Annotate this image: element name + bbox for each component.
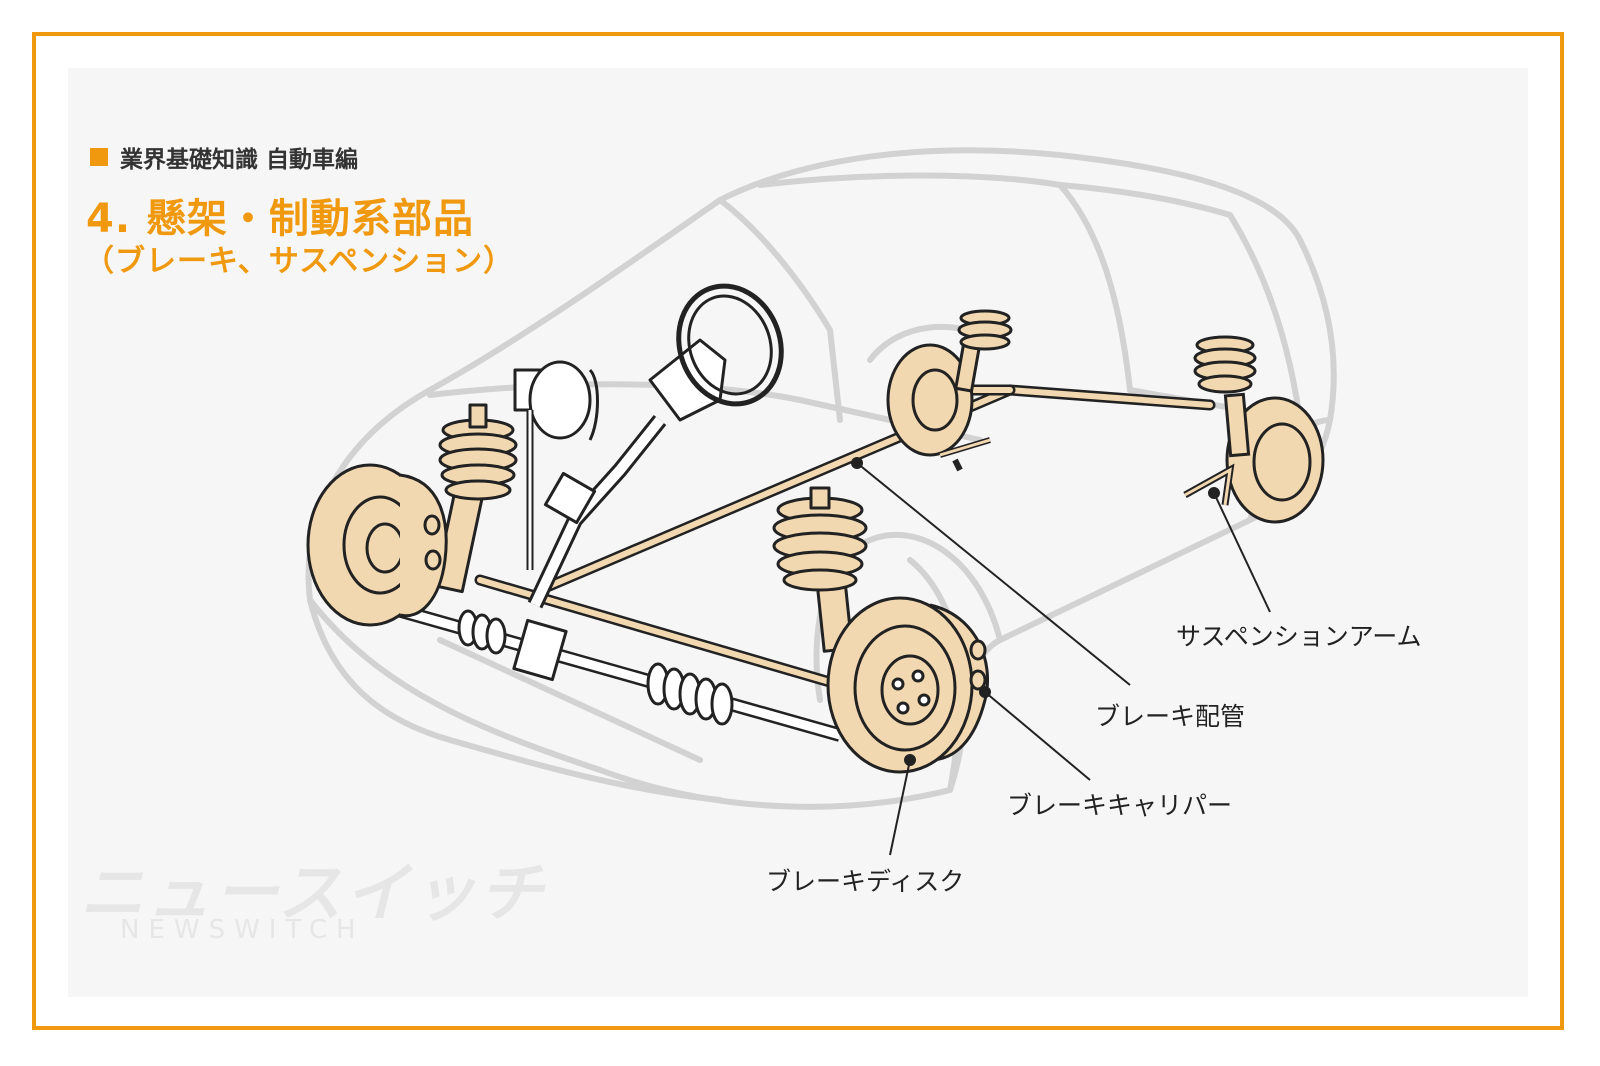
steering-rack [378,598,842,742]
front-left-brake [306,463,448,627]
series-label: 業界基礎知識 自動車編 [120,147,359,173]
page-subtitle: （ブレーキ、サスペンション） [84,244,515,279]
label-brake-disc: ブレーキディスク [766,867,965,896]
front-left-strut [433,403,518,594]
watermark-kana: ニュースイッチ [80,857,546,931]
leader-lines [851,457,1271,856]
series-heading: 業界基礎知識 自動車編 [90,140,358,174]
outer-frame [32,32,1564,1030]
steering-assembly [513,283,784,609]
label-brake-caliper: ブレーキキャリパー [1007,791,1233,820]
front-right-brake [826,596,990,774]
rear-right-assembly [1183,335,1325,524]
label-brake-pipe: ブレーキ配管 [1095,702,1246,731]
label-suspension-arm: サスペンションアーム [1176,622,1422,651]
page-title: 4. 懸架・制動系部品 [86,196,474,242]
rear-left-assembly [886,309,1013,472]
watermark-latin: NEWSWITCH [120,915,365,945]
square-bullet-icon [90,148,108,166]
